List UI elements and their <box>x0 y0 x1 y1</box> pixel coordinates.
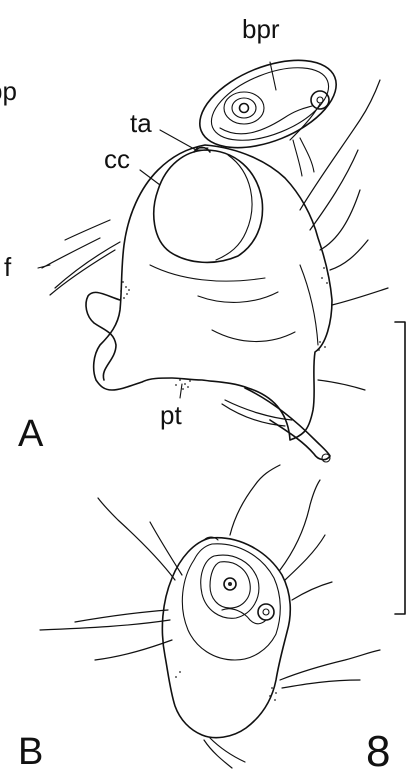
bpr-granule-core <box>317 97 323 103</box>
panel-letter-a: A <box>18 413 44 455</box>
cell-b-granule <box>258 604 274 620</box>
body-fold-3 <box>212 330 295 342</box>
stipple-b <box>175 671 277 701</box>
label-cc: cc <box>104 144 130 174</box>
cell-b-inner-outline <box>182 544 280 660</box>
filament-b9 <box>292 582 332 600</box>
label-pt: pt <box>160 400 182 430</box>
cell-b-nucleolus <box>228 582 232 586</box>
filament-a8 <box>330 240 368 270</box>
label-bp-partial: bp <box>0 76 17 106</box>
bpr-nucleus-outer <box>224 92 264 124</box>
cell-b-granule-core <box>263 609 269 615</box>
bpr-nucleolus <box>240 104 249 113</box>
bpr-oval <box>187 43 348 166</box>
capsule-crescent <box>216 155 252 260</box>
body-fold-2 <box>198 292 278 302</box>
filament-a4 <box>65 220 110 240</box>
leader-cc <box>140 170 160 185</box>
cell-body-outline <box>94 145 332 440</box>
stipple-right <box>318 267 329 351</box>
filament-a5 <box>300 80 380 210</box>
right-edge-fold <box>300 265 318 345</box>
stipple-bottom <box>175 379 191 390</box>
filament-a7 <box>320 190 360 250</box>
filament-b6 <box>230 465 280 535</box>
panel-b-drawing <box>40 465 380 768</box>
filament-a6 <box>310 150 358 230</box>
leader-ta <box>160 130 196 150</box>
label-ta: ta <box>130 108 152 138</box>
bpr-nucleus-mid <box>232 98 256 118</box>
left-lobe <box>86 292 120 380</box>
scale-bar <box>395 322 405 614</box>
leader-bpr <box>270 62 276 90</box>
filament-b4 <box>98 498 175 580</box>
filament-a9 <box>332 288 388 305</box>
bpr-tether-2 <box>293 140 302 176</box>
filament-b5 <box>150 522 182 575</box>
figure-number: 8 <box>366 727 390 776</box>
filament-a13 <box>290 104 320 140</box>
filament-b1 <box>40 620 170 630</box>
filament-a1 <box>50 250 115 295</box>
filament-a3 <box>42 238 100 268</box>
panel-a-drawing <box>42 43 388 462</box>
filament-b2 <box>75 610 168 622</box>
filament-b11 <box>282 680 360 688</box>
cell-b-outline <box>162 538 290 738</box>
body-fold-1 <box>150 265 265 281</box>
filament-a2 <box>55 242 120 288</box>
filament-b12 <box>210 738 245 762</box>
filament-b8 <box>285 535 325 580</box>
bpr-inner-oval <box>201 53 338 155</box>
bpr-tether <box>300 138 314 172</box>
filament-a10 <box>318 380 365 390</box>
label-bpr: bpr <box>242 14 280 44</box>
panel-letter-b: B <box>18 731 43 773</box>
label-f: f <box>4 252 12 282</box>
filament-b10 <box>280 650 380 680</box>
filament-b3 <box>95 640 172 660</box>
filament-b13 <box>204 740 232 768</box>
leader-pt <box>180 384 182 398</box>
central-capsule <box>154 150 263 262</box>
filament-b7 <box>280 480 320 570</box>
